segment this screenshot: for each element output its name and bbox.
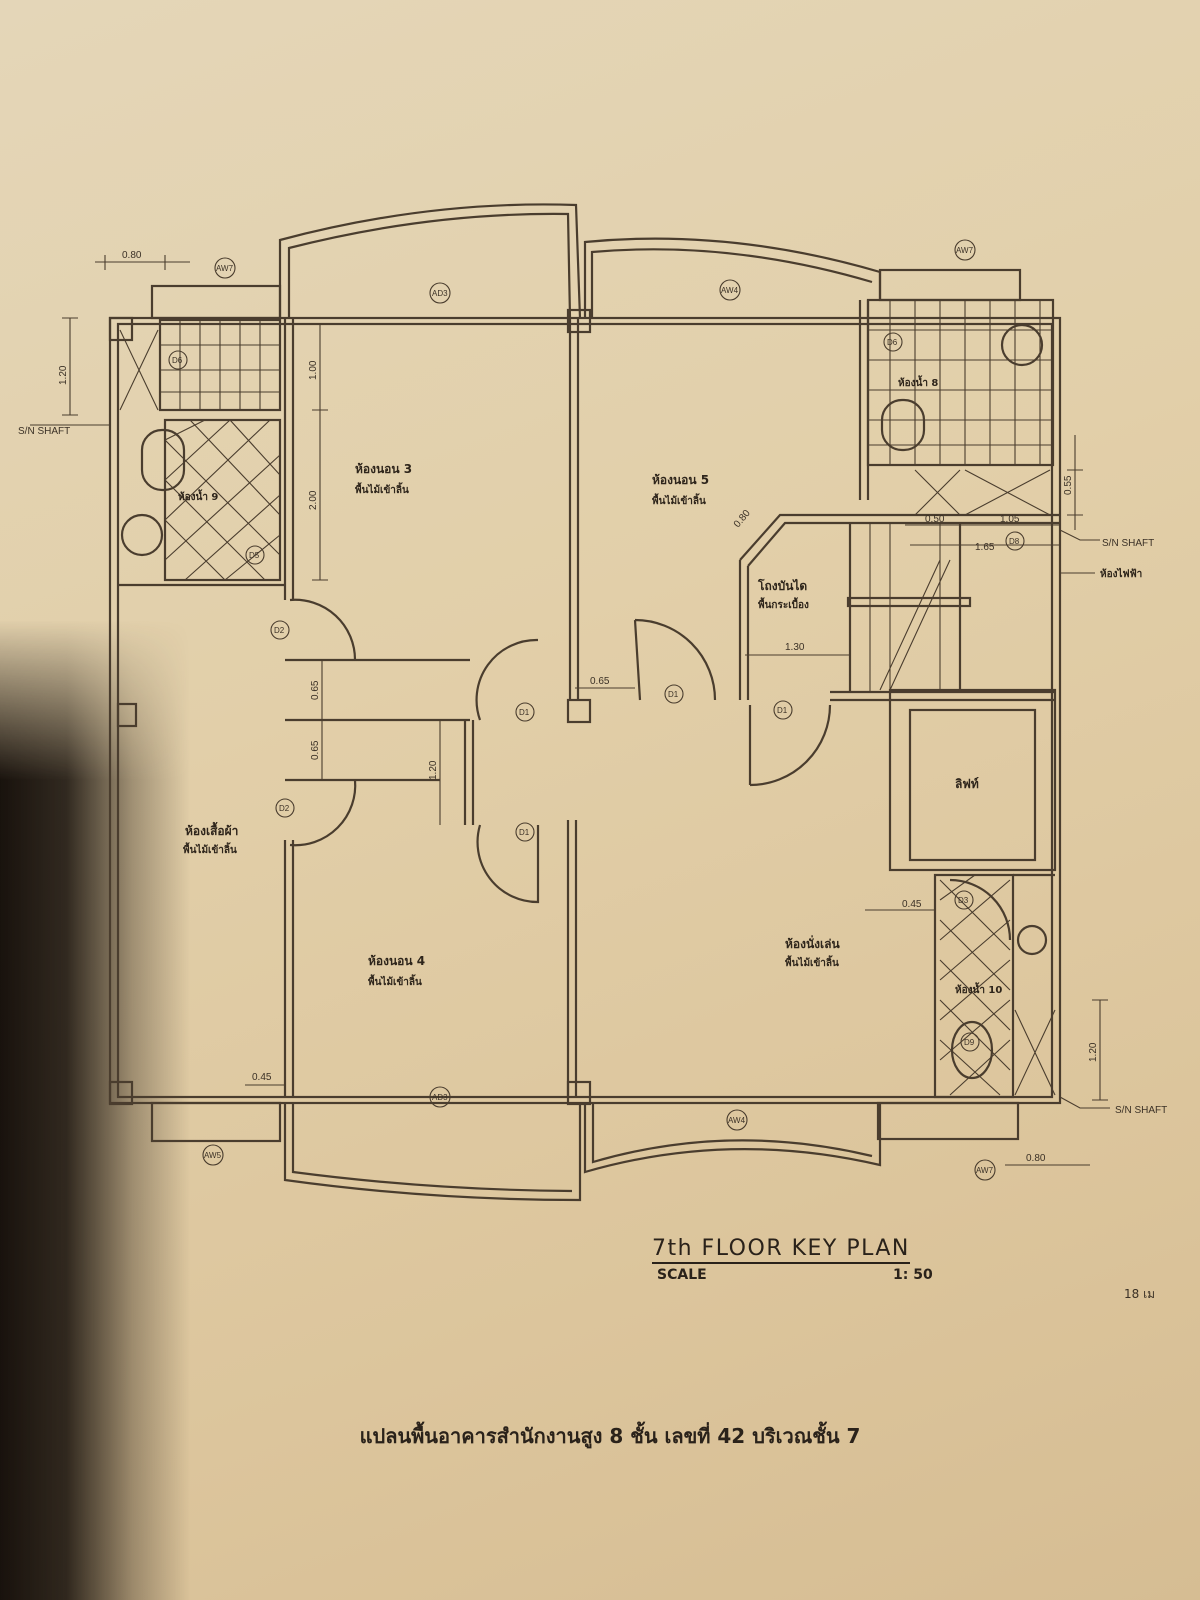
dim-text: 1.20 [1088,1042,1099,1062]
dim-text: 0.45 [252,1072,272,1083]
dim-text: 0.80 [1026,1153,1046,1164]
dim-text: 0.65 [590,676,610,687]
dim-text: 2.00 [308,490,319,510]
tag-d6: D6 [887,338,898,347]
tag-d6: D6 [172,356,183,365]
room-wardrobe-name: ห้องเสื้อผ้า [185,821,238,838]
tag-d2: D2 [279,804,290,813]
dim-text: 0.45 [902,899,922,910]
balcony-small-bottom-right [876,1101,1020,1141]
room-electrical-name: ห้องไฟฟ้า [1100,567,1142,580]
dim-text: 1.20 [58,365,69,385]
dim-text: 0.50 [925,514,945,525]
photo-shadow [0,620,190,1600]
tag-d3: D3 [958,896,969,905]
plan-caption: แปลนพื้นอาคารสำนักงานสูง 8 ชั้น เลขที่ 4… [359,1424,861,1448]
tag-d8: D8 [1009,537,1020,546]
balcony-bottom-right [583,1103,882,1174]
room-lift-name: ลิฟท์ [955,777,979,791]
tag-aw4: AW4 [721,286,739,295]
balcony-small-top-right [878,268,1022,302]
shaft-label-left: S/N SHAFT [18,426,70,437]
tag-aw4: AW4 [728,1116,746,1125]
bath8-tiles [866,298,1055,516]
tag-d2: D2 [274,626,285,635]
door-swings [289,598,1012,941]
room-bath8-name: ห้องน้ำ 8 [898,375,938,389]
dim-text: 0.65 [310,680,321,700]
room-bedroom3-floor: พื้นไม้เข้าลิ้น [355,482,409,496]
room-living-name: ห้องนั่งเล่น [785,935,840,951]
plan-title: 7th FLOOR KEY PLAN [652,1236,910,1264]
tag-d9: D9 [964,1038,975,1047]
room-bedroom4-floor: พื้นไม้เข้าลิ้น [368,974,422,988]
room-stair-hall-floor: พื้นกระเบื้อง [758,597,809,611]
balcony-top-right [583,237,882,318]
balcony-small-bottom [150,1101,282,1143]
dim-text: 1.20 [428,760,439,780]
dim-text: 1.65 [975,542,995,553]
tag-d5: D5 [249,551,260,560]
room-bedroom3-name: ห้องนอน 3 [355,462,412,476]
dim-text: 0.80 [732,508,753,530]
balcony-small-top-left [150,284,282,320]
tag-ad3: AD3 [432,1093,448,1102]
dim-text: 0.55 [1063,475,1074,495]
balcony-bottom-left [283,1103,582,1202]
bath9-tiles [119,318,282,582]
dim-text: 1.05 [1000,514,1020,525]
tag-d1: D1 [668,690,679,699]
tag-d1: D1 [777,706,788,715]
scale-value: 1: 50 [893,1267,933,1283]
room-bath9-name: ห้องน้ำ 9 [178,489,218,503]
dim-text: 0.65 [310,740,321,760]
tag-ad3: AD3 [432,289,448,298]
room-bedroom4-name: ห้องนอน 4 [368,954,425,968]
tag-aw7: AW7 [956,246,974,255]
room-stair-hall-name: โถงบันได [757,578,807,593]
shaft-label-right: S/N SHAFT [1102,538,1154,549]
dim-text: 1.30 [785,642,805,653]
dim-text: 0.80 [122,250,142,261]
tag-aw7: AW7 [976,1166,994,1175]
room-wardrobe-floor: พื้นไม้เข้าลิ้น [183,842,237,856]
tag-aw7: AW7 [216,264,234,273]
room-bath10-name: ห้องน้ำ 10 [955,982,1002,996]
margin-note: 18 เม [1124,1287,1156,1301]
room-bedroom5-floor: พื้นไม้เข้าลิ้น [652,493,706,507]
tag-d1: D1 [519,708,530,717]
dim-text: 1.00 [308,360,319,380]
columns [108,308,592,1106]
scale-label: SCALE [657,1267,707,1283]
tag-d1: D1 [519,828,530,837]
tag-aw5: AW5 [204,1151,222,1160]
shaft-label-bottom-right: S/N SHAFT [1115,1105,1167,1116]
room-living-floor: พื้นไม้เข้าลิ้น [785,955,839,969]
dimension-lines [30,255,1110,1166]
door-window-tags: D6 D5 D2 D2 D1 D1 D1 D1 D6 D8 D3 D9 AD3 … [168,239,1025,1181]
balcony-top-left [278,203,582,319]
room-bedroom5-name: ห้องนอน 5 [652,473,709,487]
